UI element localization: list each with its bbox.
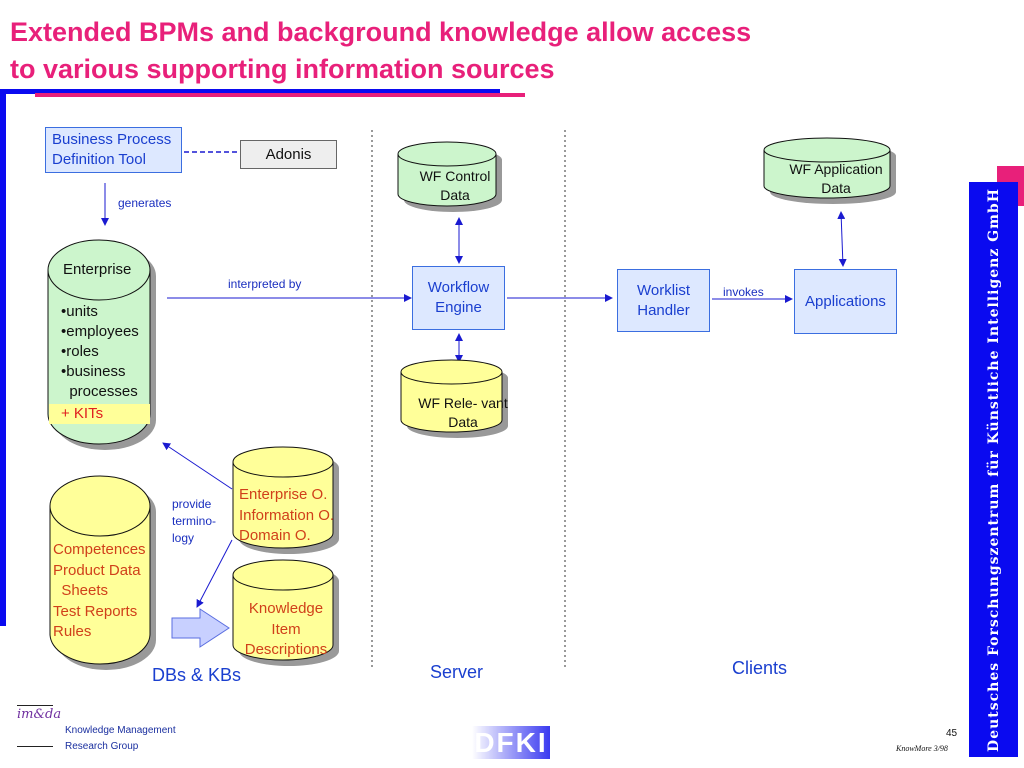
sidebar-banner: Deutsches Forschungszentrum für Künstlic… (969, 182, 1018, 757)
generates-label: generates (118, 196, 172, 210)
enterprise-cylinder-top (47, 269, 151, 301)
provide-terminology-label: provide termino-logy (172, 496, 216, 547)
block-arrow (171, 608, 230, 648)
item-units: •units (61, 303, 98, 320)
wf-control-cylinder-top (397, 153, 497, 167)
wf-application-cylinder-top (763, 149, 891, 163)
rules: Rules (53, 623, 92, 640)
wf-relevant-cylinder[interactable] (400, 359, 503, 433)
wf-application-data-label: WF Application Data (789, 161, 883, 196)
provide: provide (172, 497, 212, 511)
group-line-1: Knowledge Management (65, 725, 176, 736)
information-ontology: Information O. (239, 506, 335, 524)
wf-application-cylinder[interactable] (763, 137, 891, 199)
ontology-enterprise-arrow (162, 442, 233, 490)
domain-ontology: Domain O. (239, 527, 311, 544)
competences-cylinder[interactable] (49, 475, 151, 665)
kits-label: + KITs (49, 404, 150, 424)
item-roles: •roles (61, 343, 99, 360)
dbs-kbs-heading: DBs & KBs (152, 665, 242, 685)
item-business: •business (61, 363, 126, 380)
competences-cylinder-top (49, 505, 151, 537)
item: Item (271, 620, 301, 638)
descriptions: Descriptions (244, 641, 328, 658)
workflow-engine-box[interactable]: Workflow Engine (412, 266, 505, 330)
worklist-handler-box[interactable]: Worklist Handler (617, 269, 710, 332)
bp-definition-tool-box[interactable]: Business Process Definition Tool (45, 127, 182, 173)
knowledge-cylinder[interactable] (232, 559, 334, 661)
enterprise-cylinder[interactable] (47, 239, 151, 445)
wf-relevant-cylinder-top (400, 371, 503, 385)
group-line-2: Research Group (65, 741, 139, 752)
title-line-1: Extended BPMs and background knowledge a… (10, 17, 752, 47)
invokes-label: invokes (723, 285, 764, 299)
title-line-2: to various supporting information source… (10, 54, 555, 84)
clients-heading: Clients (732, 658, 788, 678)
slide-title: Extended BPMs and background knowledge a… (10, 14, 751, 88)
imda-logo: im&da (17, 705, 61, 747)
termino: termino- (172, 514, 217, 528)
title-underline-blue (0, 89, 500, 94)
test-reports: Test Reports (53, 602, 138, 620)
adonis-box[interactable]: Adonis (240, 140, 337, 169)
app-data-arrow (837, 211, 847, 267)
wf-control-cylinder[interactable] (397, 141, 497, 207)
page-number: 45 (946, 728, 958, 739)
enterprise-title: Enterprise (63, 261, 132, 278)
sheets: Sheets (53, 582, 109, 599)
ontologies-label: Enterprise O. Information O. Domain O. (239, 485, 334, 547)
enterprise-ontology: Enterprise O. (239, 486, 328, 503)
knowledge: Knowledge (248, 600, 324, 617)
ontologies-cylinder-top (232, 461, 334, 478)
ontologies-cylinder[interactable] (232, 446, 334, 549)
wf-control-data-label: WF Control Data (419, 168, 491, 203)
competences: Competences (53, 541, 146, 558)
enterprise-items: •units •employees •roles •business processe… (61, 302, 139, 402)
product-data: Product Data (53, 561, 141, 579)
item-employees: •employees (61, 323, 139, 340)
knowledge-cylinder-top (232, 574, 334, 591)
ontology-knowledge-arrow (196, 539, 233, 608)
item-processes: processes (61, 383, 138, 400)
applications-box[interactable]: Applications (794, 269, 897, 334)
footer-tag: KnowMore 3/98 (896, 744, 948, 753)
dfki-logo: DFKI (472, 726, 550, 759)
logy: logy (172, 531, 195, 545)
server-heading: Server (430, 662, 484, 682)
wf-relevant-data-label: WF Rele- vant Data (418, 395, 508, 430)
interpreted-by-label: interpreted by (228, 277, 302, 291)
title-underline-pink (35, 93, 525, 97)
left-bar (0, 94, 6, 626)
